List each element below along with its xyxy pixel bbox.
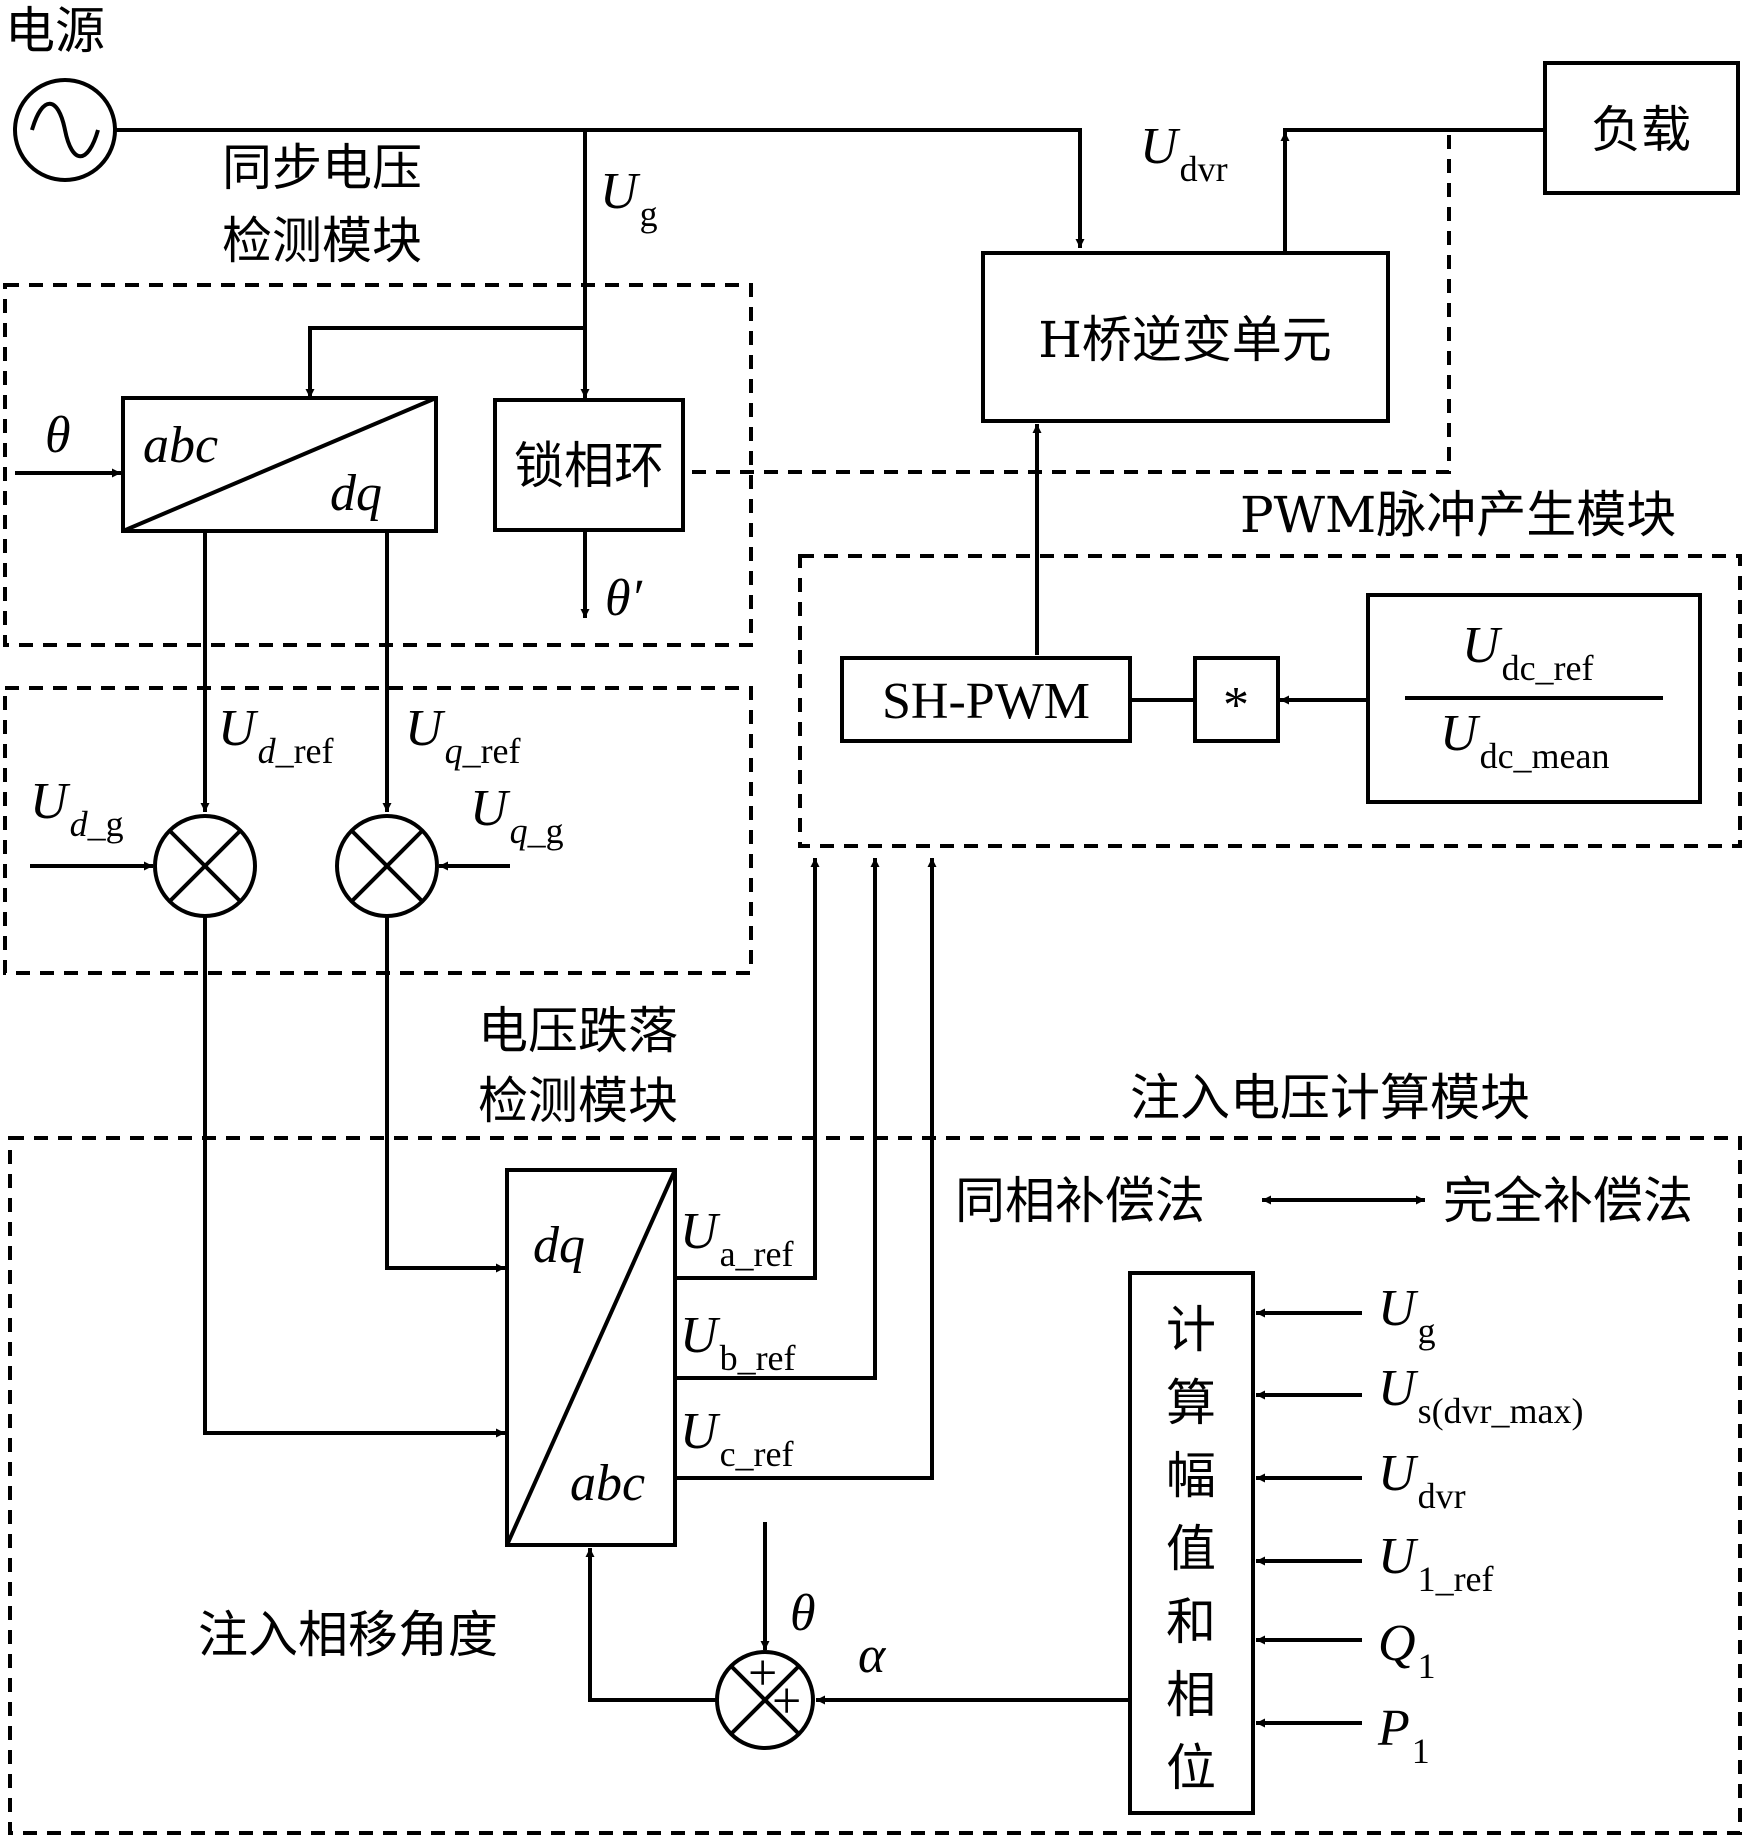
inject-module-label: 注入电压计算模块 (1130, 1069, 1530, 1127)
phase-shift-angle-line (585, 1548, 717, 1702)
calc-char-1: 计 (1166, 1301, 1216, 1359)
calc-char-6: 相 (1166, 1666, 1216, 1724)
park-output-label: dq (330, 465, 382, 522)
dc-ref-label: Udc_ref (1462, 617, 1594, 688)
pll-feedback-dashed (685, 135, 1451, 474)
ac-source-icon (13, 78, 117, 182)
pwm-module-label: PWM脉冲产生模块 (1240, 486, 1676, 544)
dc-mean-label: Udc_mean (1440, 705, 1610, 776)
uqg-label: Uq_g (470, 780, 564, 851)
udvr-output-line (1283, 128, 1545, 253)
uq-ref-label: Uq_ref (405, 700, 521, 771)
full-compensation-method-label: 完全补偿法 (1443, 1172, 1693, 1230)
q-error-line (385, 916, 505, 1273)
uc-ref-line (675, 858, 937, 1480)
multiplier-label: * (1223, 677, 1249, 734)
park-diagonal (122, 396, 437, 533)
udvr-label: Udvr (1140, 118, 1228, 189)
calc-input-p1-label: P1 (1377, 1700, 1430, 1771)
load-label: 负载 (1591, 101, 1691, 159)
calc-char-2: 算 (1166, 1374, 1216, 1432)
park-input-label: abc (143, 417, 218, 474)
phase-shift-angle-label: 注入相移角度 (198, 1606, 498, 1664)
pwm-module-boundary (798, 554, 1742, 848)
calc-amplitude-phase-block (1128, 1271, 1255, 1815)
sync-module-label-line1: 同步电压 (222, 139, 422, 197)
alpha-label: α (858, 1627, 887, 1684)
calc-input-ug-label: Ug (1378, 1280, 1436, 1351)
sag-module-label-line1: 电压跌落 (478, 1002, 678, 1060)
ua-ref-line (675, 858, 820, 1280)
ub-ref-label: Ub_ref (680, 1307, 796, 1378)
udg-label: Ud_g (30, 773, 124, 844)
sag-detect-module-boundary (3, 686, 753, 975)
ug-to-park-line (305, 326, 585, 398)
calc-input-udvr-label: Udvr (1378, 1445, 1466, 1516)
adder-plus-right: + (772, 1673, 801, 1730)
source-label: 电源 (5, 2, 105, 60)
h-bridge-label: H桥逆变单元 (1038, 311, 1332, 369)
ua-ref-label: Ua_ref (680, 1203, 794, 1274)
adder-plus-top: + (748, 1645, 777, 1702)
sync-module-label-line2: 检测模块 (222, 212, 422, 270)
inverse-park-output-label: abc (570, 1455, 645, 1512)
uc-ref-label: Uc_ref (680, 1403, 794, 1474)
sh-pwm-block (840, 656, 1132, 743)
adder-theta-label: θ (790, 1585, 816, 1642)
ud-ref-label: Ud_ref (218, 700, 334, 771)
sh-pwm-label: SH-PWM (882, 673, 1090, 730)
d-error-line (203, 916, 505, 1438)
inverse-park-diagonal (505, 1169, 677, 1546)
pll-label: 锁相环 (514, 437, 664, 495)
pll-block (493, 398, 685, 532)
ub-ref-line (675, 858, 880, 1380)
calc-char-4: 值 (1166, 1520, 1216, 1578)
calc-char-5: 和 (1166, 1593, 1216, 1651)
main-supply-line (115, 128, 1085, 248)
sag-module-label-line2: 检测模块 (478, 1072, 678, 1130)
calc-char-3: 幅 (1166, 1447, 1216, 1505)
calc-input-us-label: Us(dvr_max) (1378, 1360, 1584, 1431)
d-axis-comparator (153, 814, 257, 918)
h-bridge-block (981, 251, 1390, 423)
multiplier-block (1193, 656, 1280, 743)
q-axis-comparator (335, 814, 439, 918)
ug-label: Ug (600, 163, 658, 234)
theta-input-label: θ (45, 407, 71, 464)
sync-voltage-module-boundary (3, 283, 753, 647)
theta-prime-label: θ′ (605, 570, 644, 627)
inverse-park-input-label: dq (533, 1217, 585, 1274)
same-phase-method-label: 同相补偿法 (955, 1172, 1205, 1230)
calc-input-q1-label: Q1 (1378, 1615, 1436, 1686)
calc-char-7: 位 (1166, 1739, 1216, 1797)
load-block (1543, 61, 1740, 195)
calc-input-u1-label: U1_ref (1378, 1528, 1494, 1599)
